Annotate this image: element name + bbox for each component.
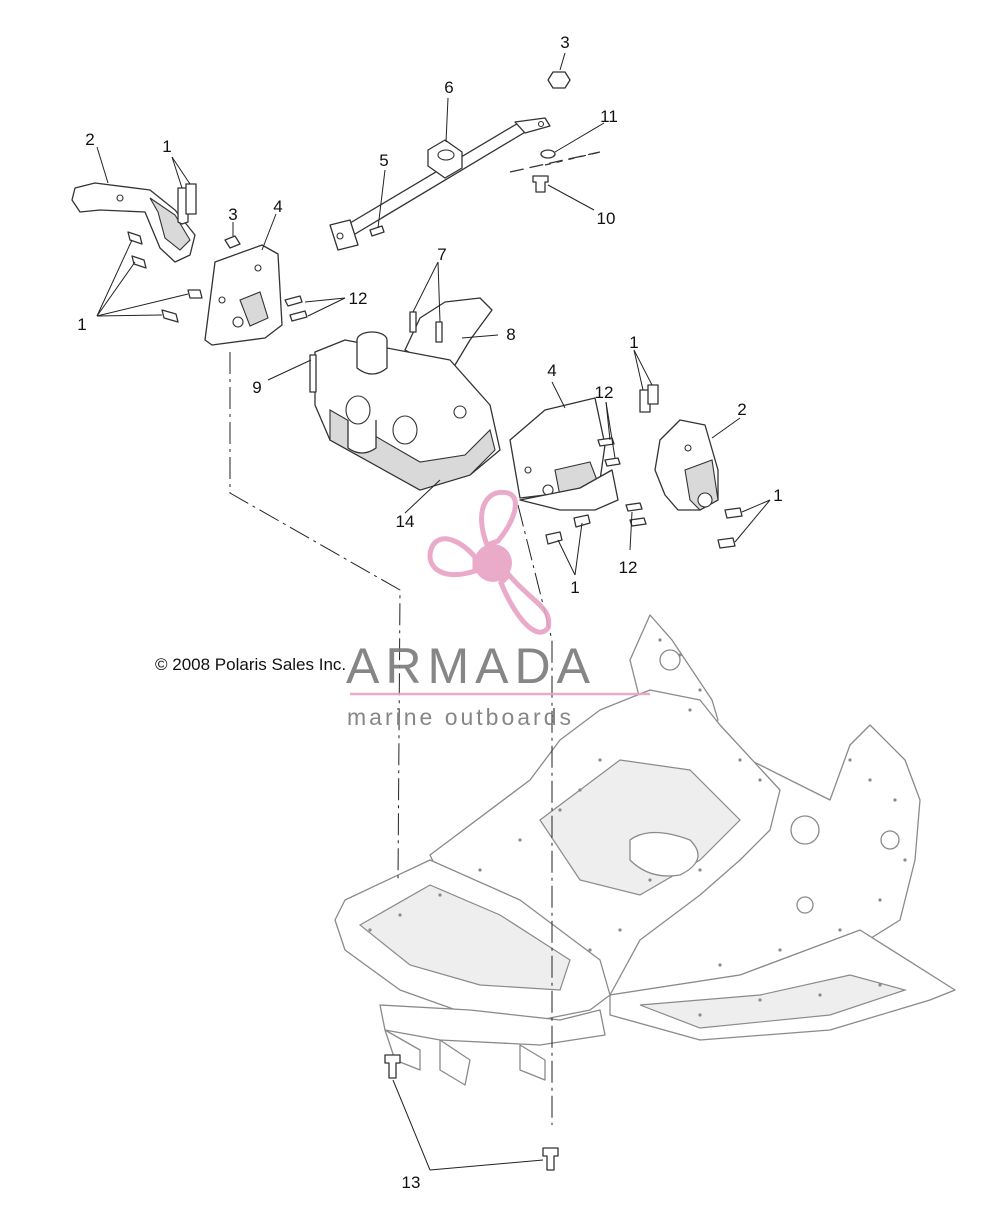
callout-5: 5 [379,151,388,170]
callout-12-right-top: 12 [595,383,614,402]
callout-13: 13 [402,1173,421,1192]
callout-6: 6 [444,78,453,97]
right-mount-plate [509,397,647,545]
left-mount-plate [204,235,308,346]
callout-1-right-top: 1 [629,333,638,352]
washer-11 [540,149,556,159]
callout-1-top: 1 [162,137,171,156]
copyright-text: © 2008 Polaris Sales Inc. [155,655,346,674]
callout-labels: 2 1 1 3 4 5 6 3 11 10 7 8 12 9 14 4 12 1… [77,33,782,1192]
assembly-lines [229,352,553,1125]
callout-11: 11 [600,107,618,126]
right-bracket [639,384,743,549]
callout-1-bottom: 1 [570,578,579,597]
callout-14: 14 [396,512,415,531]
watermark-brand: ARMADA [346,638,596,694]
bolt-5 [369,225,385,237]
callout-1-left: 1 [77,315,86,334]
plate-8 [404,297,493,371]
callout-12-right-bottom: 12 [619,558,638,577]
callout-1-right: 1 [773,486,782,505]
bolt-9 [309,354,317,393]
nut-3-left [224,235,241,249]
chassis-frame [334,614,956,1086]
callout-12-left: 12 [349,289,368,308]
left-bracket [71,182,203,323]
watermark: ARMADA marine outboards [346,489,650,730]
nut-3-top [547,71,571,89]
steering-tube [329,71,601,251]
bolts-13 [384,1054,559,1171]
bolt-10 [532,175,549,193]
callout-9: 9 [252,378,261,397]
callout-10: 10 [597,209,616,228]
callout-3-left: 3 [228,205,237,224]
watermark-tagline: marine outboards [347,704,574,730]
callout-3-top: 3 [560,33,569,52]
propeller-icon [427,489,552,635]
leader-lines [96,52,771,1171]
frame-rivets [368,638,907,1017]
callout-4-right: 4 [547,361,556,380]
column-housing-14 [309,331,501,491]
callout-7: 7 [437,245,446,264]
callout-4-left: 4 [273,197,282,216]
callout-2-right: 2 [737,400,746,419]
callout-8: 8 [506,325,515,344]
callout-2-left: 2 [85,130,94,149]
